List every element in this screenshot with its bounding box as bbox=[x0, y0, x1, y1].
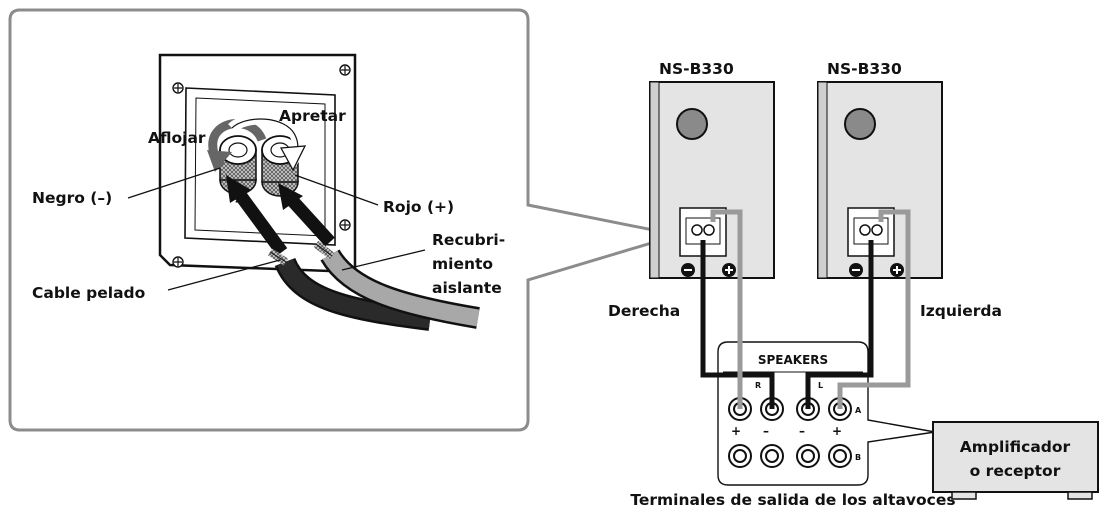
right-model-label: NS-B330 bbox=[659, 60, 734, 78]
left-model-label: NS-B330 bbox=[827, 60, 902, 78]
minus-label: – bbox=[799, 424, 805, 438]
negative-label: Negro (–) bbox=[32, 189, 112, 207]
speaker-right bbox=[649, 81, 775, 279]
insulation-label-line2: miento bbox=[432, 255, 493, 273]
left-speaker-label: Izquierda bbox=[920, 302, 1002, 320]
wiring bbox=[700, 209, 911, 409]
amplifier-box bbox=[932, 421, 1099, 500]
insulation-label-line3: aislante bbox=[432, 279, 502, 297]
positive-label: Rojo (+) bbox=[383, 198, 454, 216]
stripped-wire-label: Cable pelado bbox=[32, 284, 145, 302]
insert-arrow-icon bbox=[226, 175, 335, 256]
row-b-label: B bbox=[855, 453, 861, 462]
plus-label: + bbox=[832, 424, 842, 438]
panel-title: SPEAKERS bbox=[758, 353, 828, 367]
tighten-arrow-icon bbox=[228, 113, 307, 172]
loosen-arrow-icon bbox=[207, 119, 267, 172]
minus-label: – bbox=[763, 424, 769, 438]
amplifier-label-line2: o receptor bbox=[970, 462, 1061, 480]
terminals-caption: Terminales de salida de los altavoces bbox=[630, 491, 955, 509]
right-speaker-label: Derecha bbox=[608, 302, 680, 320]
leader-lines bbox=[127, 167, 426, 291]
row-a-label: A bbox=[855, 406, 862, 415]
channel-r-label: R bbox=[755, 381, 761, 390]
screw-icon bbox=[172, 64, 351, 268]
tighten-label: Apretar bbox=[279, 107, 346, 125]
speaker-cable bbox=[267, 240, 480, 331]
loosen-label: Aflojar bbox=[148, 129, 206, 147]
channel-l-label: L bbox=[818, 381, 823, 390]
speaker-left bbox=[817, 81, 943, 279]
woofer-icon bbox=[676, 108, 708, 140]
amplifier-label-line1: Amplificador bbox=[960, 438, 1071, 456]
woofer-icon bbox=[844, 108, 876, 140]
insulation-label-line1: Recubri- bbox=[432, 231, 505, 249]
plus-label: + bbox=[731, 424, 741, 438]
